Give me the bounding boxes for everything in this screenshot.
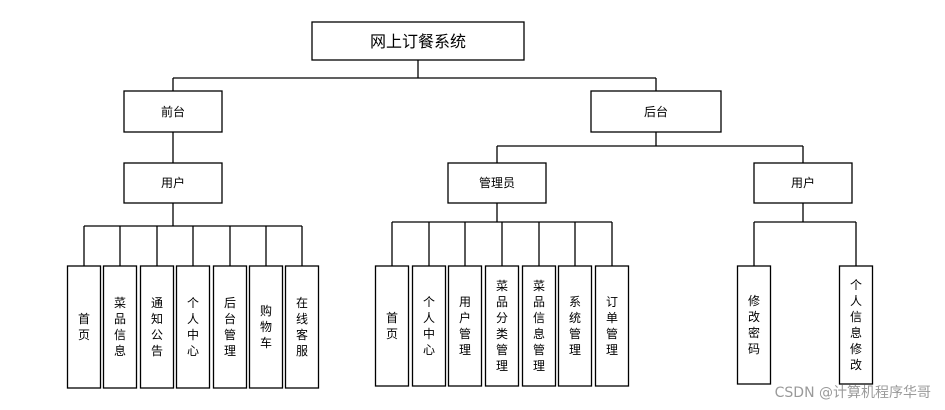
module-label: 用户管理 — [459, 295, 471, 357]
back-label: 后台 — [644, 104, 668, 119]
module-box: 首页 — [374, 265, 410, 387]
module-label: 首页 — [386, 311, 398, 341]
module-box: 菜品分类管理 — [484, 265, 520, 387]
module-box: 个人信息修改 — [838, 265, 874, 385]
back-user-label: 用户 — [791, 175, 815, 190]
module-label: 修改密码 — [748, 293, 760, 356]
module-box: 通知公告 — [139, 265, 175, 389]
root-label: 网上订餐系统 — [370, 32, 466, 51]
module-box: 首页 — [66, 265, 102, 389]
back-node: 后台 — [590, 90, 722, 133]
module-label: 在线客服 — [296, 296, 308, 358]
module-box: 修改密码 — [736, 265, 772, 385]
front-user-label: 用户 — [161, 175, 185, 190]
module-label: 菜品信息 — [114, 296, 126, 358]
module-label: 系统管理 — [569, 295, 581, 357]
admin-module-list: 首页 个人中心 用户管理 菜品分类管理 菜品信息管理 系统管理 订单管理 — [374, 265, 630, 387]
csdn-watermark: CSDN @计算机程序华哥 — [774, 385, 931, 401]
module-box: 后台管理 — [212, 265, 248, 389]
front-label: 前台 — [161, 104, 185, 119]
module-box: 个人中心 — [175, 265, 211, 389]
module-box: 菜品信息管理 — [521, 265, 557, 387]
module-box: 个人中心 — [411, 265, 447, 387]
module-box: 在线客服 — [284, 265, 320, 389]
module-label: 后台管理 — [224, 296, 236, 358]
connectors — [83, 60, 857, 266]
module-box: 菜品信息 — [102, 265, 138, 389]
module-label: 菜品信息管理 — [533, 279, 545, 373]
front-module-list: 首页 菜品信息 通知公告 个人中心 后台管理 购物车 在线客服 — [66, 265, 320, 389]
admin-label: 管理员 — [479, 175, 515, 190]
root-node: 网上订餐系统 — [311, 21, 525, 61]
module-label: 订单管理 — [606, 295, 618, 357]
back-user-module-list: 修改密码 个人信息修改 — [736, 265, 874, 385]
admin-node: 管理员 — [447, 162, 547, 204]
module-box: 用户管理 — [447, 265, 483, 387]
back-user-node: 用户 — [753, 162, 853, 204]
front-user-node: 用户 — [123, 162, 223, 204]
module-label: 首页 — [78, 312, 90, 342]
module-label: 通知公告 — [151, 296, 163, 358]
module-box: 订单管理 — [594, 265, 630, 387]
module-label: 个人中心 — [423, 295, 435, 357]
module-label: 购物车 — [260, 303, 272, 350]
module-label: 个人信息修改 — [850, 278, 862, 372]
module-box: 系统管理 — [557, 265, 593, 387]
module-label: 个人中心 — [187, 296, 199, 358]
module-label: 菜品分类管理 — [496, 279, 508, 373]
front-node: 前台 — [123, 90, 223, 133]
module-box: 购物车 — [248, 265, 284, 389]
